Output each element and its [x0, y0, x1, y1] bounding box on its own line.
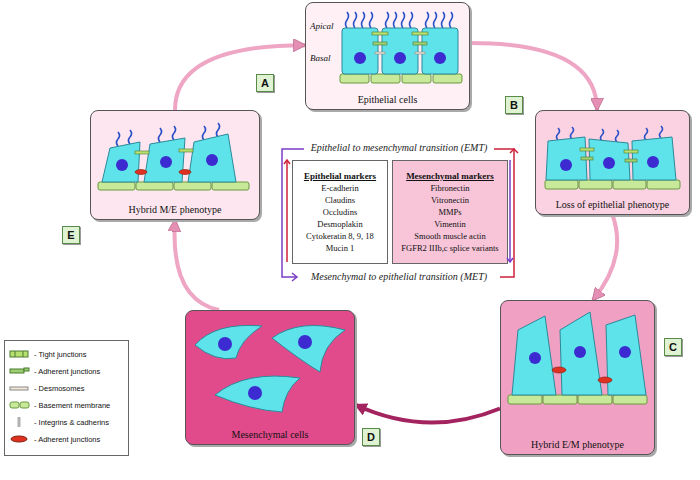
legend-row: - Desmosomes	[9, 383, 124, 393]
legend-sample	[9, 417, 31, 427]
curved-arrow	[355, 405, 500, 423]
legend-sample	[9, 400, 31, 410]
stage-panel: Loss of epithelial phenotype	[535, 110, 690, 215]
legend-row: - Basement membrane	[9, 400, 124, 410]
stage-panel: Hybrid M/E phenotype	[90, 110, 260, 220]
marker-item: Fibronectin	[430, 182, 469, 194]
cilium	[370, 12, 373, 28]
epithelial-cells-drawing	[340, 28, 462, 83]
legend-text: - Basement membrane	[34, 401, 110, 410]
step-letter: E	[67, 229, 74, 241]
hybrid-me-drawing	[98, 134, 249, 190]
cilium	[450, 12, 453, 28]
step-letter-box: C	[664, 338, 682, 356]
panel-label: Basal	[310, 53, 331, 63]
cilium	[557, 128, 560, 140]
cilium	[442, 12, 445, 28]
curved-arrow	[470, 43, 597, 110]
stage-panel: Mesenchymal cells	[185, 310, 355, 445]
stage-panel: Hybrid E/M phenotype	[500, 300, 655, 455]
legend-sample	[9, 366, 31, 376]
cilium	[601, 129, 604, 141]
panel-label: Mesenchymal cells	[232, 429, 309, 440]
transition-label: Mesenchymal to epithelial transition (ME…	[309, 271, 489, 282]
legend-sample	[9, 434, 31, 444]
cilium	[386, 12, 389, 28]
panel-label: Hybrid M/E phenotype	[129, 204, 222, 215]
transition-brackets	[282, 149, 518, 281]
stage-panel: ApicalBasalEpithelial cells	[305, 2, 470, 110]
cilium	[571, 127, 574, 139]
marker-item: Vitronectin	[431, 194, 469, 206]
marker-item: Vimentin	[434, 218, 466, 230]
marker-list-box: Mesenchymal markersFibronectinVitronecti…	[392, 160, 508, 264]
cilium	[645, 128, 648, 140]
legend-box: - Tight junctions - Adherent junctions - D…	[4, 340, 129, 456]
marker-item: Desmoplakin	[317, 218, 362, 230]
list-heading: Epithelial markers	[304, 170, 376, 182]
marker-item: MMPs	[438, 206, 461, 218]
loss-phenotype-drawing	[545, 137, 680, 189]
cilium	[346, 12, 349, 28]
cilium	[173, 126, 176, 140]
cilium	[129, 130, 132, 144]
step-letter: D	[367, 431, 375, 443]
marker-item: Mucin 1	[326, 242, 355, 254]
legend-row: - Adherent junctions	[9, 366, 124, 376]
step-letter: B	[510, 99, 518, 111]
legend-text: - Adherent junctions	[34, 367, 100, 376]
cilium	[362, 12, 365, 28]
step-letter: A	[261, 77, 269, 89]
marker-item: Cytokeratin 8, 9, 18	[306, 230, 374, 242]
cilium	[354, 12, 357, 28]
cilium	[410, 12, 413, 28]
panel-label: Apical	[310, 21, 334, 31]
cilium	[117, 132, 120, 146]
legend-sample	[9, 349, 31, 359]
step-letter-box: D	[362, 428, 380, 446]
curved-arrow	[593, 215, 617, 300]
legend-text: - Integrins & cadherins	[34, 418, 109, 427]
step-letter-box: B	[505, 96, 523, 114]
list-heading: Mesenchymal markers	[406, 170, 494, 182]
mesenchymal-cells-drawing	[195, 325, 345, 412]
legend-row: - Integrins & cadherins	[9, 417, 124, 427]
legend-text: - Desmosomes	[34, 384, 84, 393]
marker-list-box: Epithelial markersE-cadherinClaudinsOccl…	[292, 160, 388, 264]
cilia	[117, 12, 663, 146]
cilium	[616, 130, 619, 142]
legend-row: - Adherent junctions	[9, 434, 124, 444]
step-letter: C	[669, 341, 677, 353]
panel-label: Epithelial cells	[358, 94, 418, 105]
transition-label: Epithelial to mesenchymal transition (EM…	[309, 142, 490, 153]
step-letter-box: E	[62, 226, 80, 244]
marker-item: Claudins	[325, 194, 355, 206]
legend-row: - Tight junctions	[9, 349, 124, 359]
cilium	[159, 128, 162, 142]
legend-sample	[9, 383, 31, 393]
cilium	[434, 12, 437, 28]
cilium	[203, 126, 206, 140]
panel-label: Loss of epithelial phenotype	[556, 199, 670, 210]
marker-item: Smooth muscle actin	[414, 230, 485, 242]
cilium	[217, 123, 220, 137]
cilium	[402, 12, 405, 28]
panel-label: Hybrid E/M phenotype	[531, 439, 624, 450]
curved-arrow	[175, 45, 305, 110]
cilium	[426, 12, 429, 28]
hybrid-em-drawing	[508, 312, 647, 404]
legend-text: - Tight junctions	[34, 350, 87, 359]
marker-item: E-cadherin	[321, 182, 358, 194]
step-letter-box: A	[256, 74, 274, 92]
cilium	[660, 126, 663, 138]
legend-text: - Adherent junctions	[34, 435, 100, 444]
marker-item: FGFR2 IIIb,c splice variants	[401, 242, 498, 254]
curved-arrow	[175, 220, 219, 310]
marker-item: Occludins	[323, 206, 357, 218]
cilium	[394, 12, 397, 28]
